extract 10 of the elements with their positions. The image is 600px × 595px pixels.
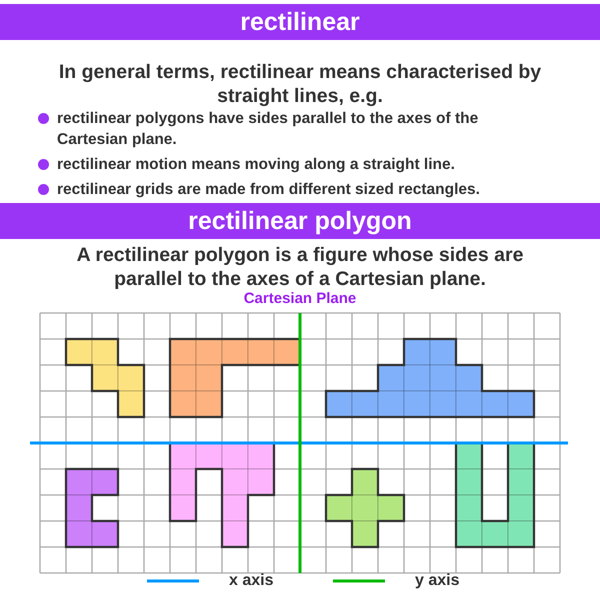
- bullet-text: rectilinear polygons have sides parallel to the axes of the Cartesian plane.: [57, 109, 480, 150]
- bullet-text: rectilinear motion means moving along a straight line.: [57, 155, 455, 175]
- title-banner: rectilinear: [0, 4, 600, 40]
- bullet-text: rectilinear grids are made from different sized rectangles.: [57, 180, 480, 200]
- definition-text: A rectilinear polygon is a figure whose sides are parallel to the axes of a Cartesian plane.: [76, 243, 524, 291]
- section-banner: rectilinear polygon: [0, 203, 600, 239]
- legend-label: x axis: [229, 572, 274, 590]
- plane-caption: Cartesian Plane: [242, 290, 358, 307]
- legend-label: y axis: [415, 572, 460, 590]
- intro-text: In general terms, rectilinear means characterised by straight lines, e.g.: [58, 60, 542, 108]
